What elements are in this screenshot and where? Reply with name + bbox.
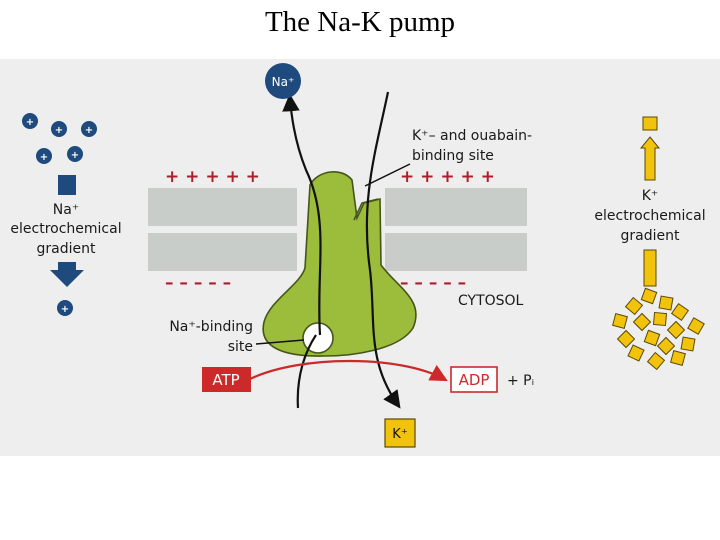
k-ion-square	[670, 350, 686, 366]
na-efflux-arrow	[282, 93, 322, 336]
k-ion-imported: K⁺	[384, 418, 416, 448]
adp-label: ADP	[459, 371, 490, 389]
k-ion-square	[612, 313, 628, 329]
outer-charge-left: + + + + +	[165, 167, 260, 187]
k-gradient-label-line3: gradient	[621, 228, 680, 244]
na-ion-icon: +	[81, 121, 97, 137]
k-ion-square: K⁺	[392, 427, 407, 442]
k-ion-square: +	[40, 152, 48, 163]
k-ion-square	[51, 121, 67, 137]
na-gradient-arrow-head	[50, 262, 84, 287]
k-ion-square	[640, 287, 658, 305]
inner-charge-right: – – – – –	[400, 273, 466, 293]
k-ion-square	[666, 320, 686, 340]
k-ion-square: +	[26, 117, 34, 128]
k-ion-square	[385, 188, 527, 226]
k-ion-square	[643, 329, 661, 347]
na-ion-icon: +	[22, 113, 38, 129]
k-site-pointer	[364, 163, 411, 187]
k-ion-square	[36, 148, 52, 164]
cytosol-label: CYTOSOL	[458, 293, 524, 309]
k-gradient-label-line1: K⁺	[642, 188, 659, 204]
slide-title: The Na-K pump	[264, 6, 456, 38]
k-ion-square: +	[71, 150, 79, 161]
k-ion-square	[680, 336, 696, 352]
k-ion-square	[148, 233, 297, 271]
na-ion-exported: Na⁺	[265, 63, 301, 99]
k-ion-square: +	[61, 304, 69, 315]
k-ion-square	[652, 311, 668, 327]
k-ion-square: +	[85, 125, 93, 136]
k-ion-square	[646, 351, 666, 371]
adp-box	[450, 366, 498, 393]
na-gradient-label-line2: electrochemical	[10, 221, 121, 237]
k-gradient-arrow-tail	[643, 249, 657, 287]
na-site-label-line1: Na⁺-binding	[169, 319, 253, 335]
atp-box	[202, 367, 251, 392]
k-ion-square	[627, 344, 645, 362]
k-ion-square	[22, 113, 38, 129]
na-ion-icon: +	[67, 146, 83, 162]
atp-hydrolysis-arrow	[249, 359, 448, 382]
membrane	[148, 188, 527, 271]
k-site-label-line2: binding site	[412, 148, 494, 164]
k-ion-square	[616, 329, 636, 349]
na-gradient-arrow-tail	[58, 175, 76, 195]
k-ion-square	[67, 146, 83, 162]
na-site-pointer	[255, 339, 305, 345]
k-ion-icon	[642, 116, 658, 131]
na-ion-icon: +	[51, 121, 67, 137]
na-gradient-label-line1: Na⁺	[53, 202, 79, 218]
outer-charge-right: + + + + +	[400, 167, 495, 187]
na-gradient-label-line3: gradient	[37, 241, 96, 257]
na-site-label-line2: site	[228, 339, 253, 355]
pump-protein	[262, 171, 417, 357]
k-ion-square	[687, 317, 705, 335]
k-ion-cluster	[612, 287, 705, 371]
k-gradient-arrow-head	[639, 136, 661, 181]
k-ion-square	[656, 336, 676, 356]
k-ion-square	[148, 188, 297, 226]
k-ion-square	[384, 418, 416, 448]
na-ion-icon: +	[36, 148, 52, 164]
k-ion-square	[265, 63, 301, 99]
k-ion-square	[385, 233, 527, 271]
na-ion-cluster: + + + + +	[22, 113, 97, 164]
na-ion-icon: +	[57, 300, 73, 316]
k-ion-square	[632, 312, 652, 332]
k-ion-square	[624, 296, 644, 316]
k-ion-square: Na⁺	[272, 75, 295, 89]
k-ion-square: +	[55, 125, 63, 136]
k-ion-square	[81, 121, 97, 137]
k-site-label-line1: K⁺– and ouabain-	[412, 128, 532, 144]
k-gradient-label-line2: electrochemical	[594, 208, 705, 224]
k-ion-square	[57, 300, 73, 316]
pi-label: + Pᵢ	[507, 373, 534, 389]
inner-charge-left: – – – – –	[165, 273, 231, 293]
k-ion-square	[670, 302, 690, 322]
atp-label: ATP	[212, 371, 239, 389]
k-binding-notch	[353, 198, 379, 221]
k-ion-square	[658, 295, 674, 311]
